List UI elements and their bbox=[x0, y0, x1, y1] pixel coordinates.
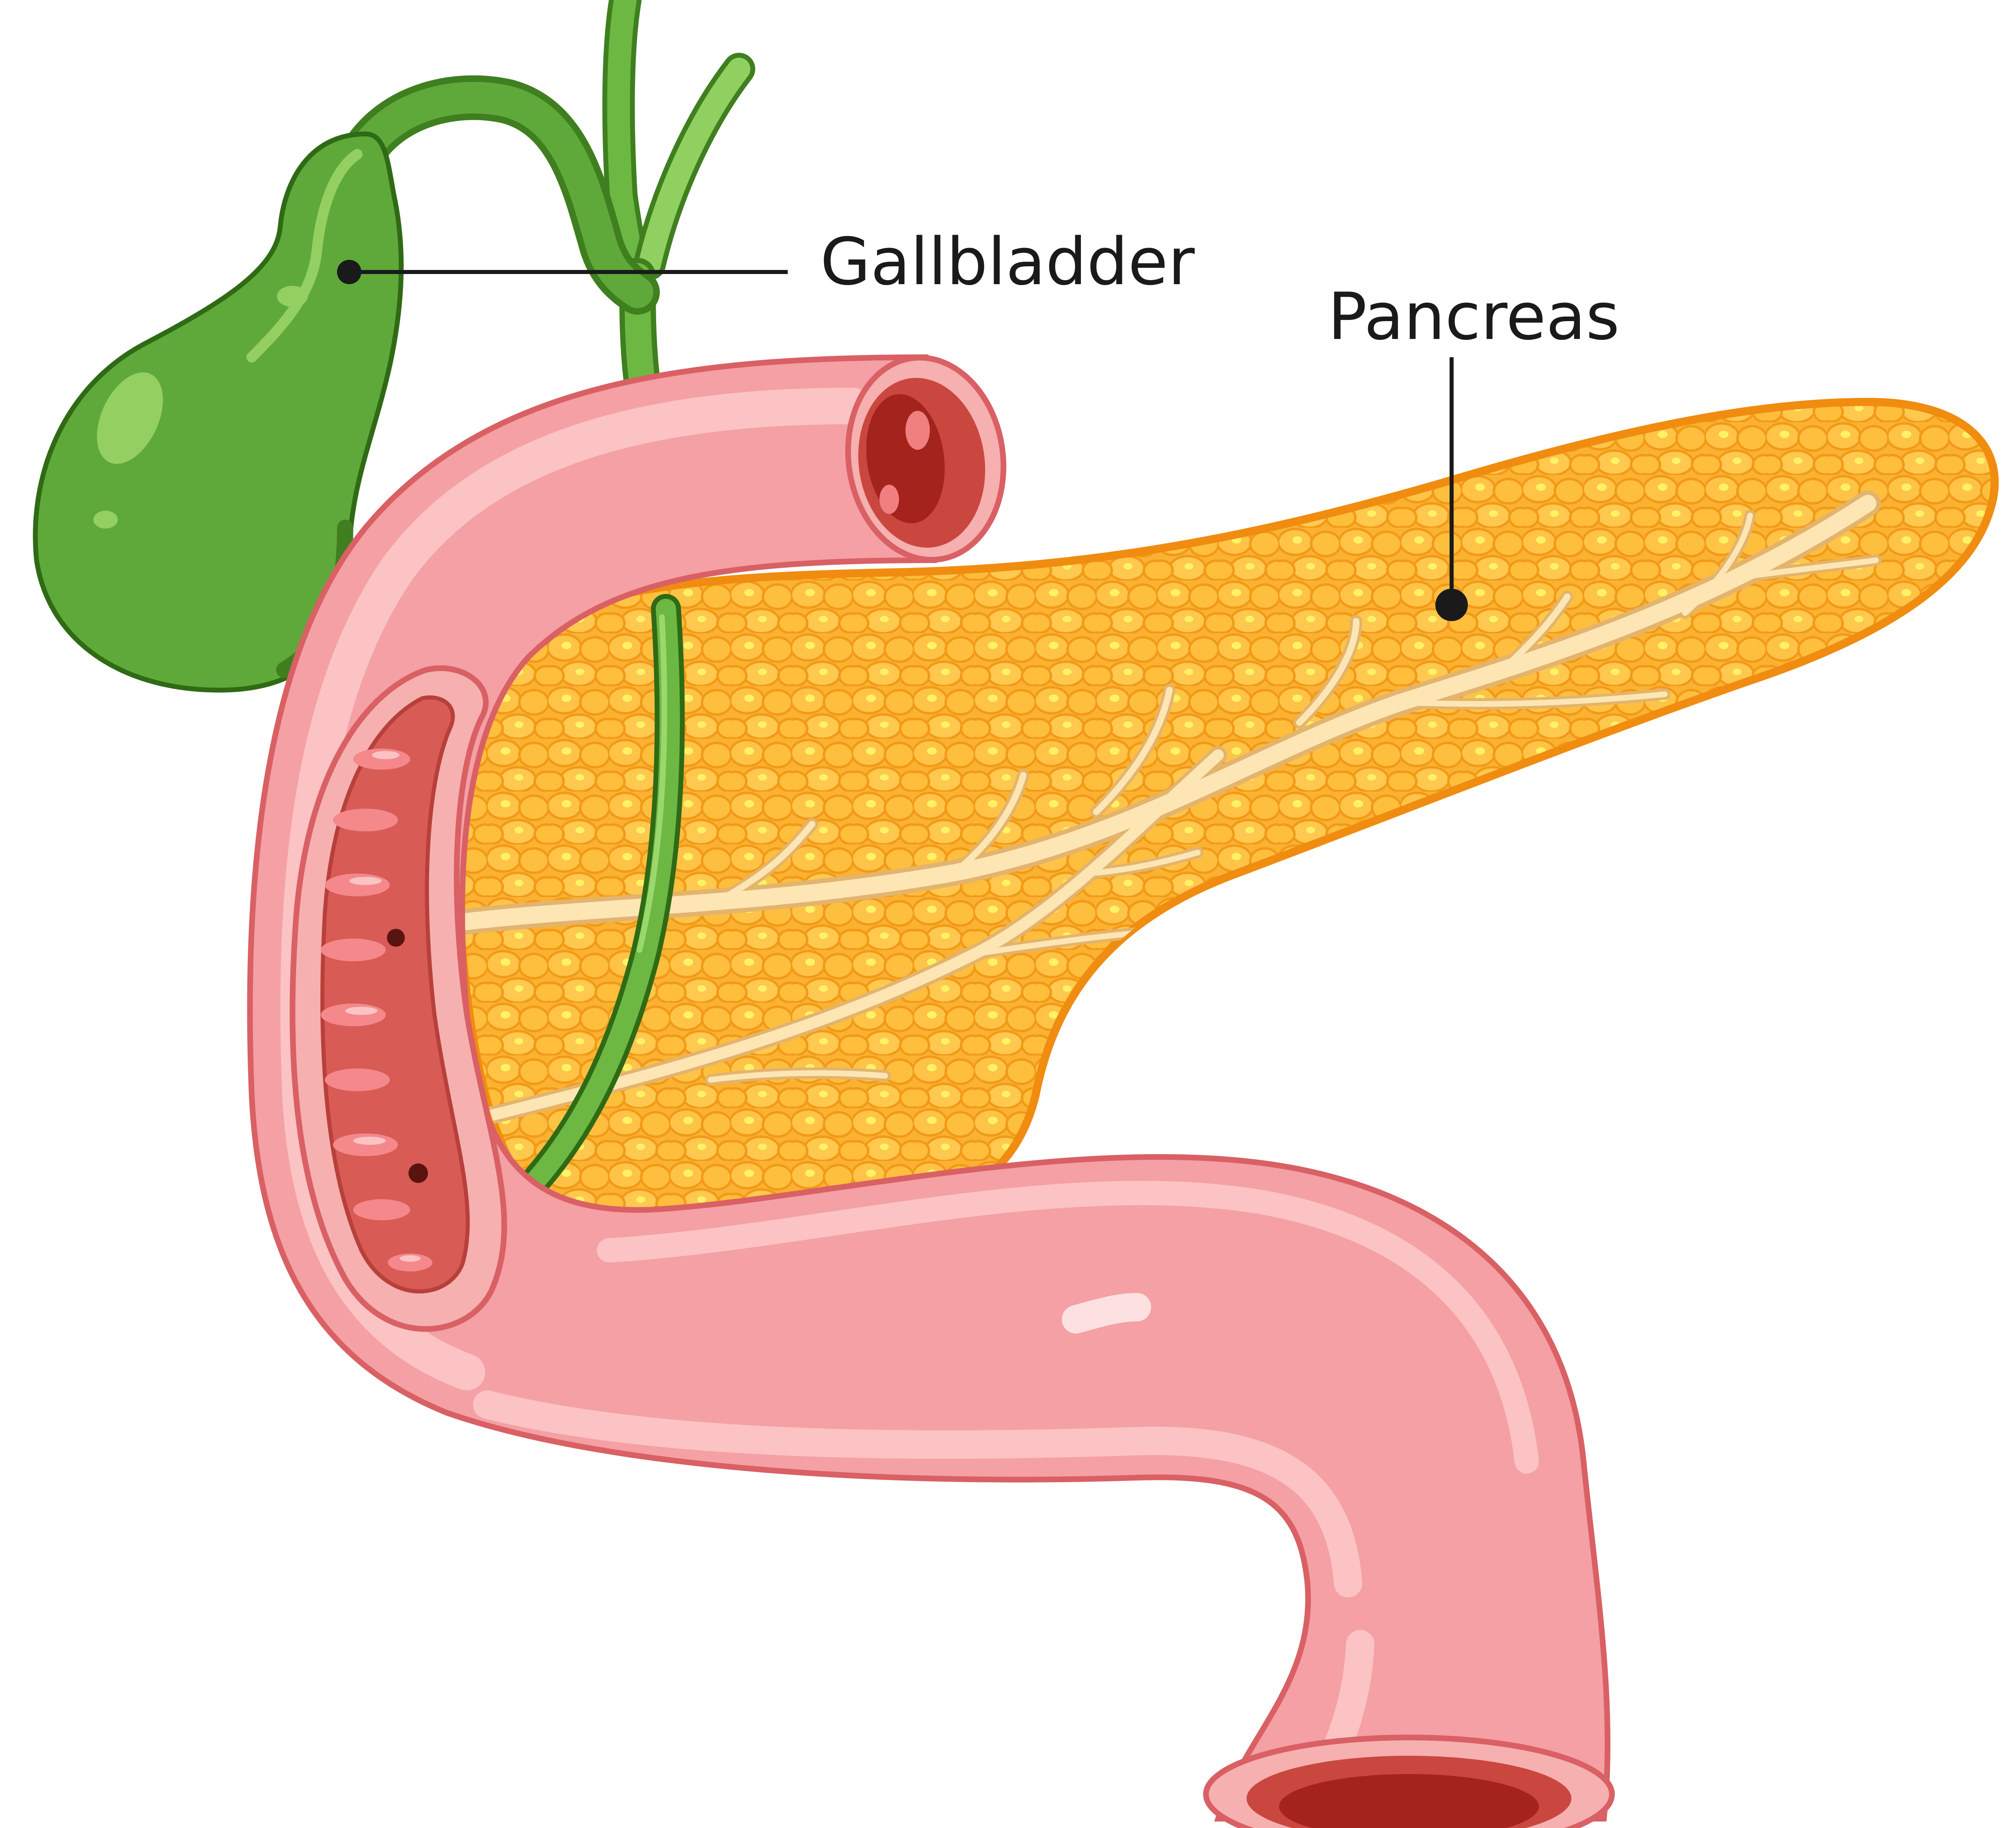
bile-duct-upper bbox=[602, 0, 755, 396]
gallbladder-leader bbox=[337, 260, 788, 284]
pancreas-label: Pancreas bbox=[1328, 278, 1620, 354]
gallbladder-label: Gallbladder bbox=[820, 224, 1195, 300]
papilla-opening bbox=[408, 1163, 428, 1183]
pancreas-leader bbox=[1435, 357, 1468, 621]
common-bile-duct bbox=[513, 594, 685, 1204]
papilla-opening bbox=[387, 929, 405, 947]
duodenum bbox=[247, 354, 1615, 1828]
